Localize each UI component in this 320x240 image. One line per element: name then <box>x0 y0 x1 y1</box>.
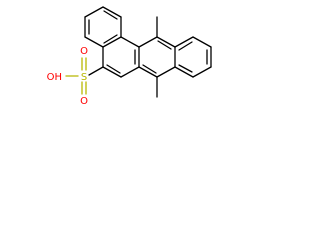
bond-skeleton <box>84 6 212 98</box>
bond <box>192 36 212 48</box>
sulfur-label: S <box>81 72 87 83</box>
bond <box>84 36 104 48</box>
bond <box>102 36 122 48</box>
bond <box>120 66 140 78</box>
sulfonic-acid-bonds <box>65 57 87 95</box>
double-bond <box>178 41 193 51</box>
bond <box>192 66 212 78</box>
oxygen-label-top: O <box>80 46 88 57</box>
double-bond <box>178 64 193 73</box>
bond <box>174 66 194 78</box>
bond <box>156 66 176 78</box>
bond <box>156 36 176 48</box>
double-bond <box>103 34 118 44</box>
molecule-diagram: O S O OH <box>47 6 212 107</box>
double-bond <box>103 10 118 20</box>
double-bond <box>157 40 172 50</box>
bond <box>102 6 122 18</box>
double-bond <box>142 64 157 74</box>
bond <box>138 66 158 78</box>
bond <box>84 6 104 18</box>
oxygen-label-bottom: O <box>80 96 88 107</box>
bond <box>174 36 194 48</box>
atom-labels: O S O OH <box>47 46 88 107</box>
hydroxyl-label: OH <box>47 72 62 83</box>
bond <box>102 66 122 78</box>
bond <box>120 36 140 48</box>
bond <box>138 36 158 48</box>
c-s-bond <box>88 66 104 76</box>
double-bond <box>106 64 121 74</box>
